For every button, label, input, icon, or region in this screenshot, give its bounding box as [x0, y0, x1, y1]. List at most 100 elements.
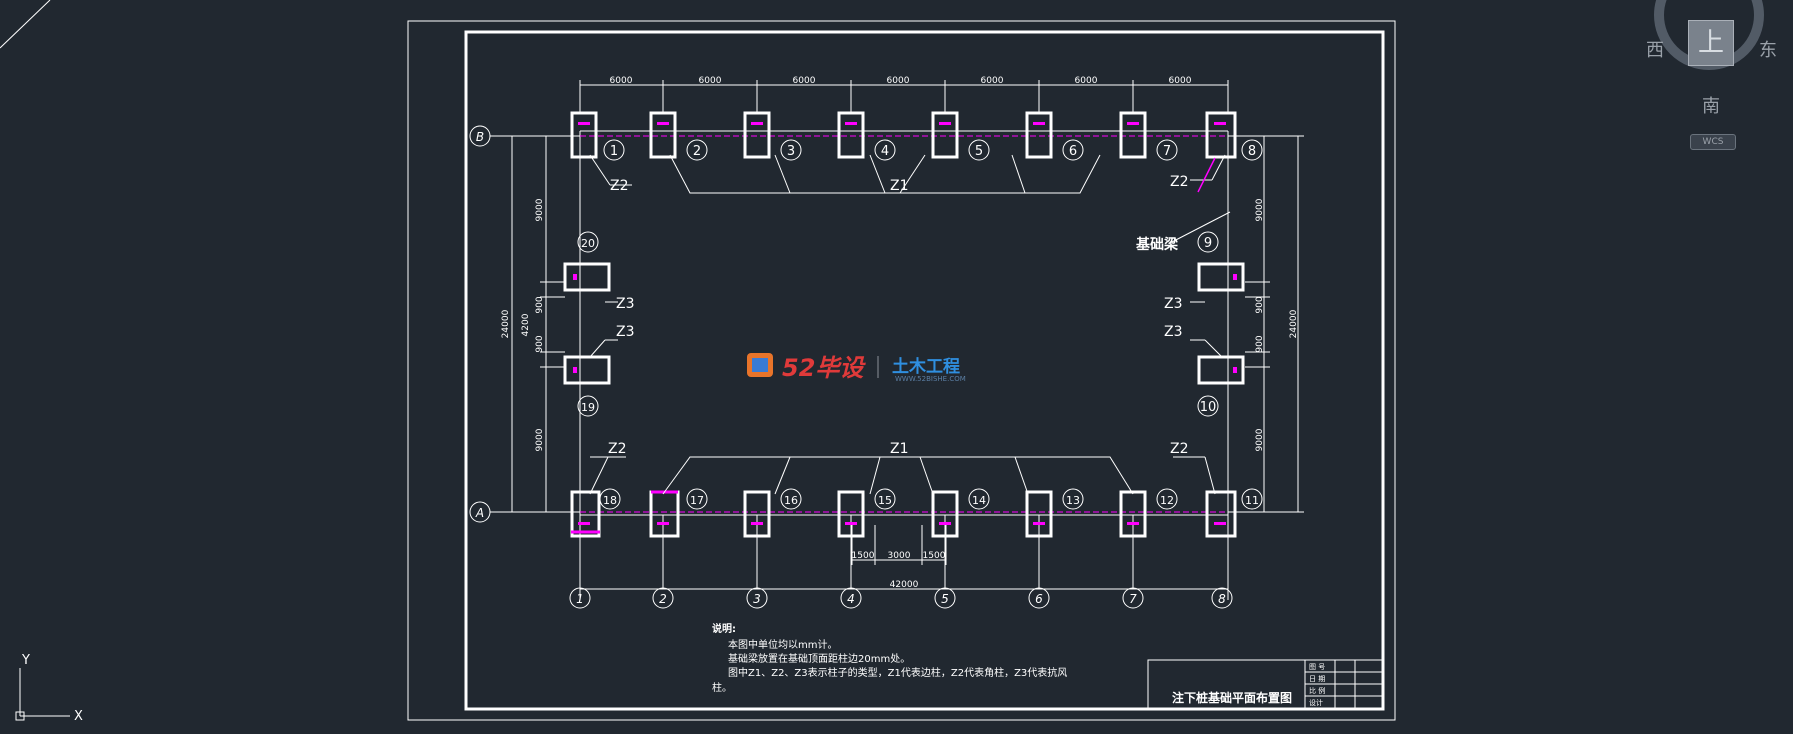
tb-field-3: 比 例: [1309, 686, 1325, 695]
ucs-x-label: X: [74, 709, 83, 724]
watermark-url: WWW.52BISHE.COM: [895, 375, 966, 383]
sheet-inner-border: [464, 30, 1385, 711]
pile-9: 9: [1204, 236, 1212, 251]
pile-7: 7: [1163, 144, 1171, 159]
pile-2: 2: [693, 144, 701, 159]
dim-left-texts: 9000 900 4200 900 9000 24000: [501, 198, 545, 451]
tb-field-4: 设计: [1309, 698, 1323, 707]
label-z3-l1: Z3: [616, 296, 635, 312]
label-z2-tl: Z2: [610, 178, 629, 194]
dim-right-1: 9000: [1255, 198, 1265, 221]
dim-bottom: [579, 515, 1229, 600]
dim-top-5: 6000: [981, 76, 1004, 86]
dim-left-total: 24000: [501, 309, 511, 338]
type-labels: Z2 Z1 Z2 基础梁 Z3 Z3 Z3 Z3 Z2 Z1 Z2: [608, 174, 1189, 457]
note-3: 图中Z1、Z2、Z3表示柱子的类型，Z1代表边柱，Z2代表角柱，Z3代表抗风: [728, 666, 1067, 679]
axis-bubble-a: A: [469, 501, 491, 523]
label-z2-tr: Z2: [1170, 174, 1189, 190]
axis-bubble-b: B: [469, 125, 491, 147]
label-z3-r2: Z3: [1164, 324, 1183, 340]
label-z2-bl: Z2: [608, 441, 627, 457]
dim-bottom-total: 42000: [890, 580, 919, 590]
axis-col-7: 7: [1129, 592, 1137, 606]
notes: 说明: 本图中单位均以mm计。 基础梁放置在基础顶面距柱边20mm处。 图中Z1…: [712, 622, 1067, 694]
dim-left-2: 900: [535, 296, 545, 313]
pile-5: 5: [975, 144, 983, 159]
pile-hatch: [573, 122, 1237, 525]
dim-top-1: 6000: [610, 76, 633, 86]
dim-right-total: 24000: [1289, 309, 1299, 338]
pile-17: 17: [690, 494, 704, 507]
dim-left: [506, 135, 580, 513]
pile-10: 10: [1200, 400, 1217, 415]
axis-col-2: 2: [659, 592, 667, 606]
pile-20: 20: [581, 237, 595, 250]
pile-14: 14: [972, 494, 986, 507]
pile-15: 15: [878, 494, 892, 507]
pile-3: 3: [787, 144, 795, 159]
sheet-outer-border: [407, 20, 1396, 721]
viewcube-south[interactable]: 南: [1702, 96, 1720, 117]
dim-top-3: 6000: [793, 76, 816, 86]
ucs-icon: [15, 668, 70, 721]
label-z3-l2: Z3: [616, 324, 635, 340]
tb-field-2: 日 期: [1309, 675, 1325, 683]
dim-bottom-1: 1500: [852, 551, 875, 561]
column-axis-labels: 1 2 3 4 5 6 7 8: [576, 592, 1226, 606]
label-z1-bottom: Z1: [890, 441, 909, 457]
wcs-menu-button[interactable]: WCS: [1690, 134, 1736, 150]
dim-bottom-texts: 1500 3000 1500 42000: [852, 551, 946, 590]
note-1: 本图中单位均以mm计。: [728, 638, 837, 651]
dim-left-4: 900: [535, 335, 545, 352]
leader-lines: [589, 154, 1231, 495]
viewcube-top-face[interactable]: 上: [1688, 20, 1734, 66]
axis-col-1: 1: [576, 592, 584, 606]
watermark-brand: 52毕设: [782, 354, 866, 382]
viewcube[interactable]: 上 西 东 南 WCS: [1640, 0, 1790, 160]
pile-12: 12: [1160, 494, 1174, 507]
pile-number-texts: 1 2 3 4 5 6 7 8 9 10 11 12 13 14 15 16 1…: [581, 144, 1259, 507]
label-beam: 基础梁: [1136, 236, 1179, 253]
dim-bottom-2: 3000: [888, 551, 911, 561]
corner-mark: [0, 0, 51, 49]
viewcube-east[interactable]: 东: [1759, 40, 1777, 61]
dim-left-5: 9000: [535, 428, 545, 451]
pile-19: 19: [581, 401, 595, 414]
dim-top: [579, 80, 1229, 112]
axis-col-8: 8: [1218, 592, 1226, 606]
drawing-title: 注下桩基础平面布置图: [1172, 690, 1292, 705]
pile-11: 11: [1245, 494, 1259, 507]
pile-caps-side: [563, 262, 1245, 385]
axis-col-3: 3: [753, 592, 761, 606]
pile-4: 4: [881, 144, 889, 159]
label-z2-br: Z2: [1170, 441, 1189, 457]
ucs-y-label: Y: [21, 653, 30, 668]
axis-label-b: B: [476, 130, 484, 144]
dim-top-2: 6000: [699, 76, 722, 86]
label-z1-top: Z1: [890, 178, 909, 194]
note-4: 柱。: [712, 681, 732, 694]
watermark-channel: 土木工程: [892, 356, 960, 377]
dim-top-texts: 6000 6000 6000 6000 6000 6000 6000: [610, 76, 1192, 86]
dim-bottom-3: 1500: [923, 551, 946, 561]
viewcube-west[interactable]: 西: [1646, 40, 1664, 61]
notes-title: 说明:: [712, 622, 736, 635]
title-block: [1147, 659, 1384, 710]
pile-caps-bottom: [570, 490, 1237, 538]
dim-right-3: 900: [1255, 335, 1265, 352]
axis-col-4: 4: [847, 592, 855, 606]
pile-18: 18: [603, 494, 617, 507]
magenta-leader: [1197, 157, 1216, 193]
tb-field-1: 图 号: [1309, 663, 1325, 671]
pile-13: 13: [1066, 494, 1080, 507]
dim-left-3: 4200: [521, 313, 531, 336]
axis-col-5: 5: [941, 592, 949, 606]
pile-16: 16: [784, 494, 798, 507]
pile-8: 8: [1248, 144, 1256, 159]
axis-col-6: 6: [1035, 592, 1043, 606]
pile-6: 6: [1069, 144, 1077, 159]
column-axis-bubbles: [569, 587, 1233, 609]
dim-right-texts: 9000 900 900 9000 24000: [1255, 198, 1299, 451]
dim-right-4: 9000: [1255, 428, 1265, 451]
